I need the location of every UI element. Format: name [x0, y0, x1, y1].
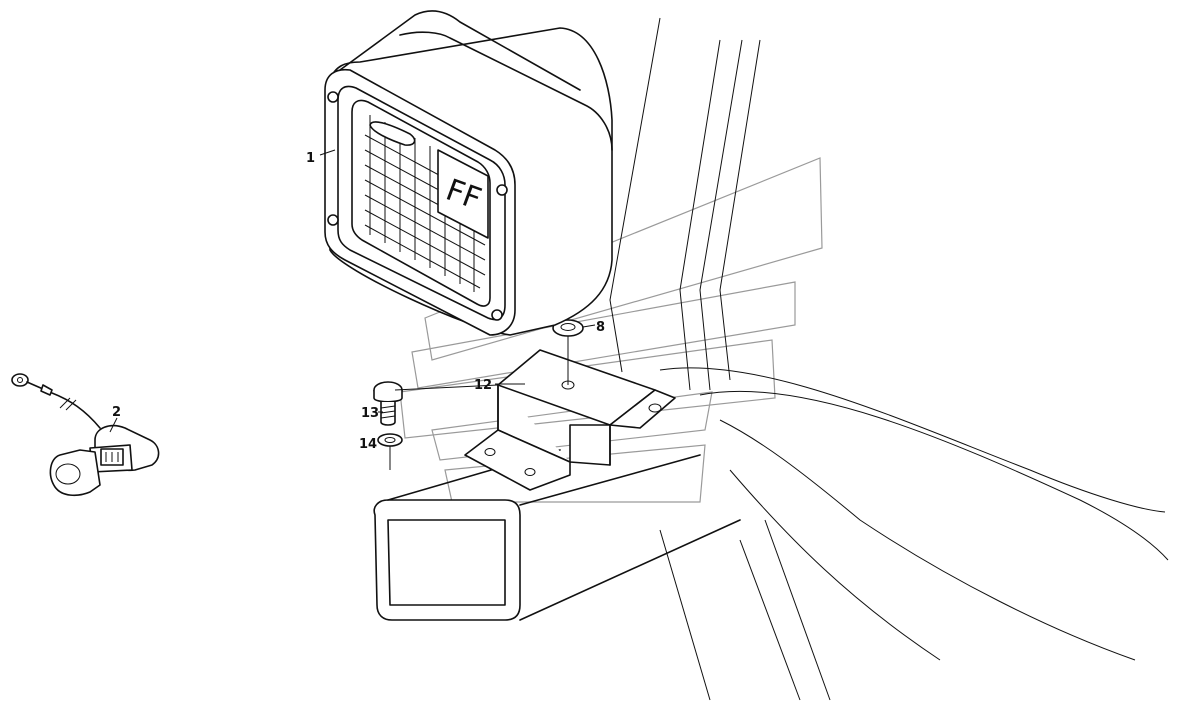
callout-14: 14 — [359, 437, 377, 452]
lock-washer — [377, 433, 403, 470]
callout-8: 8 — [596, 320, 605, 335]
washer — [552, 319, 584, 385]
callout-1: 1 — [306, 151, 315, 166]
cab-pillar — [609, 17, 1169, 701]
leader-lines — [109, 149, 596, 433]
mounting-bracket — [464, 349, 676, 491]
work-lamp: FF — [324, 10, 613, 336]
callout-12: 12 — [474, 378, 492, 393]
callout-13: 13 — [361, 406, 379, 421]
lamp-logo-plate — [369, 121, 416, 146]
callout-2: 2 — [112, 405, 121, 420]
bolt — [373, 381, 499, 426]
square-tube — [373, 449, 741, 621]
lamp-screw-icon — [327, 91, 339, 103]
lamp-screw-icon — [327, 214, 339, 226]
bulb-with-wire — [11, 373, 160, 497]
lamp-screw-icon — [491, 309, 503, 321]
callout-labels: 1 2 8 12 13 14 — [112, 151, 605, 452]
lamp-screw-icon — [496, 184, 508, 196]
